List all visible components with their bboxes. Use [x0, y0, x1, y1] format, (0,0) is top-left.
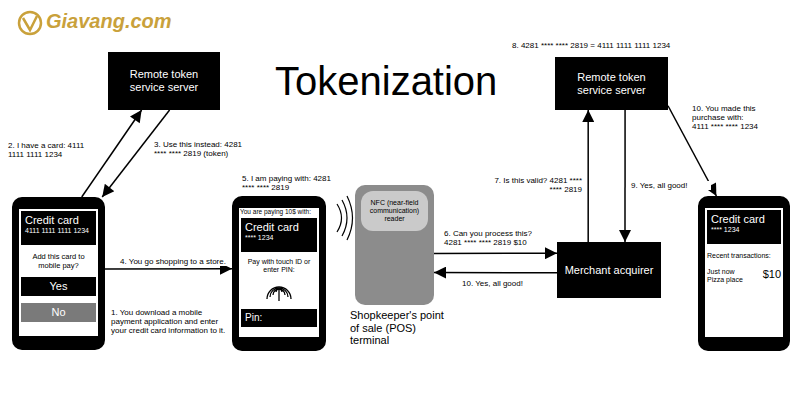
box-text: NFC (near-field communication) reader: [365, 199, 424, 223]
step-note: 1. You download a mobile payment applica…: [111, 308, 229, 336]
logo-mark: [23, 16, 37, 30]
credit-card-box: Credit card**** 1234: [707, 210, 781, 244]
box-text: **** 1234: [711, 226, 739, 234]
no-button: No: [21, 303, 96, 322]
box-text: Credit card: [711, 213, 765, 226]
mobile-phone: Credit card4111 1111 1111 1234YesNo Add t…: [12, 197, 105, 350]
connector-arrow: [587, 110, 589, 242]
logo-ring: [19, 12, 41, 34]
connector-arrow: [105, 268, 232, 270]
box-text: No: [51, 306, 65, 319]
watermark: Giavang.com: [46, 9, 216, 33]
box-text: Merchant acquirer: [565, 264, 654, 277]
mobile-phone: Credit card**** 1234Recent transactions:…: [698, 196, 790, 351]
credit-card-box: Credit card4111 1111 1111 1234: [21, 211, 96, 245]
nfc-reader: NFC (near-field communication) reader: [361, 191, 428, 231]
step-label: 9. Yes, all good!: [631, 181, 711, 190]
step-note: 5. I am paying with: 4281 **** **** 2819: [242, 174, 342, 192]
box-text: 4111 1111 1111 1234: [25, 227, 89, 235]
screen-text: Pay with touch ID or enter PIN:: [241, 258, 317, 274]
step-label: 3. Use this instead: 4281 **** **** 2819…: [154, 140, 254, 158]
screen-text: Just now Pizza place: [707, 268, 745, 284]
step-label: 6. Can you process this? 4281 **** **** …: [444, 229, 552, 247]
fingerprint-ridge: [278, 290, 279, 301]
nfc-wave: [347, 196, 353, 240]
pin-field: Pin:: [241, 309, 317, 327]
nfc-waves: [337, 196, 353, 240]
logo-icon: [19, 12, 41, 34]
nfc-wave: [337, 204, 342, 232]
box-text: Credit card: [25, 214, 79, 227]
box-text: Remote token service server: [559, 71, 664, 96]
mobile-phone: Credit card**** 1234Pin: You are paying 1…: [232, 196, 326, 351]
acquirer-box: Merchant acquirer: [557, 242, 661, 298]
screen-text: You are paying 10$ with:: [240, 208, 318, 215]
step-label: 10. You made this purchase with: 4111 **…: [692, 104, 762, 132]
step-label: 10. Yes, all good!: [462, 279, 554, 288]
credit-card-box: Credit card**** 1234: [241, 218, 317, 252]
step-label: 4. You go shopping to a store.: [116, 257, 230, 266]
step-label: 7. Is this valid? 4281 **** **** 2819: [486, 176, 582, 194]
server-box: Remote token service server: [555, 57, 668, 110]
screen-text: Add this card to mobile pay?: [21, 253, 96, 270]
step-label: 2. I have a card: 4111 1111 1111 1234: [8, 141, 87, 159]
box-text: Pin:: [245, 312, 262, 324]
diagram-title: Tokenization: [275, 58, 497, 104]
connector-arrow: [434, 252, 557, 254]
step-note: 8. 4281 **** **** 2819 = 4111 1111 1111 …: [512, 41, 717, 50]
screen-text: $10: [751, 268, 781, 281]
server-box: Remote token service server: [108, 52, 220, 110]
yes-button: Yes: [21, 277, 96, 296]
connector-arrow: [624, 110, 626, 242]
box-text: **** 1234: [245, 234, 273, 242]
box-text: Credit card: [245, 221, 299, 234]
screen-text: Recent transactions:: [707, 252, 781, 260]
box-text: Yes: [50, 280, 68, 293]
box-text: Remote token service server: [112, 68, 216, 93]
pos-terminal: NFC (near-field communication) readerSho…: [355, 185, 434, 305]
connector-arrow: [434, 272, 557, 274]
nfc-wave: [342, 200, 347, 236]
fingerprint-icon: [267, 287, 291, 301]
screen-text: Shopkeeper's point of sale (POS) termina…: [350, 309, 456, 347]
